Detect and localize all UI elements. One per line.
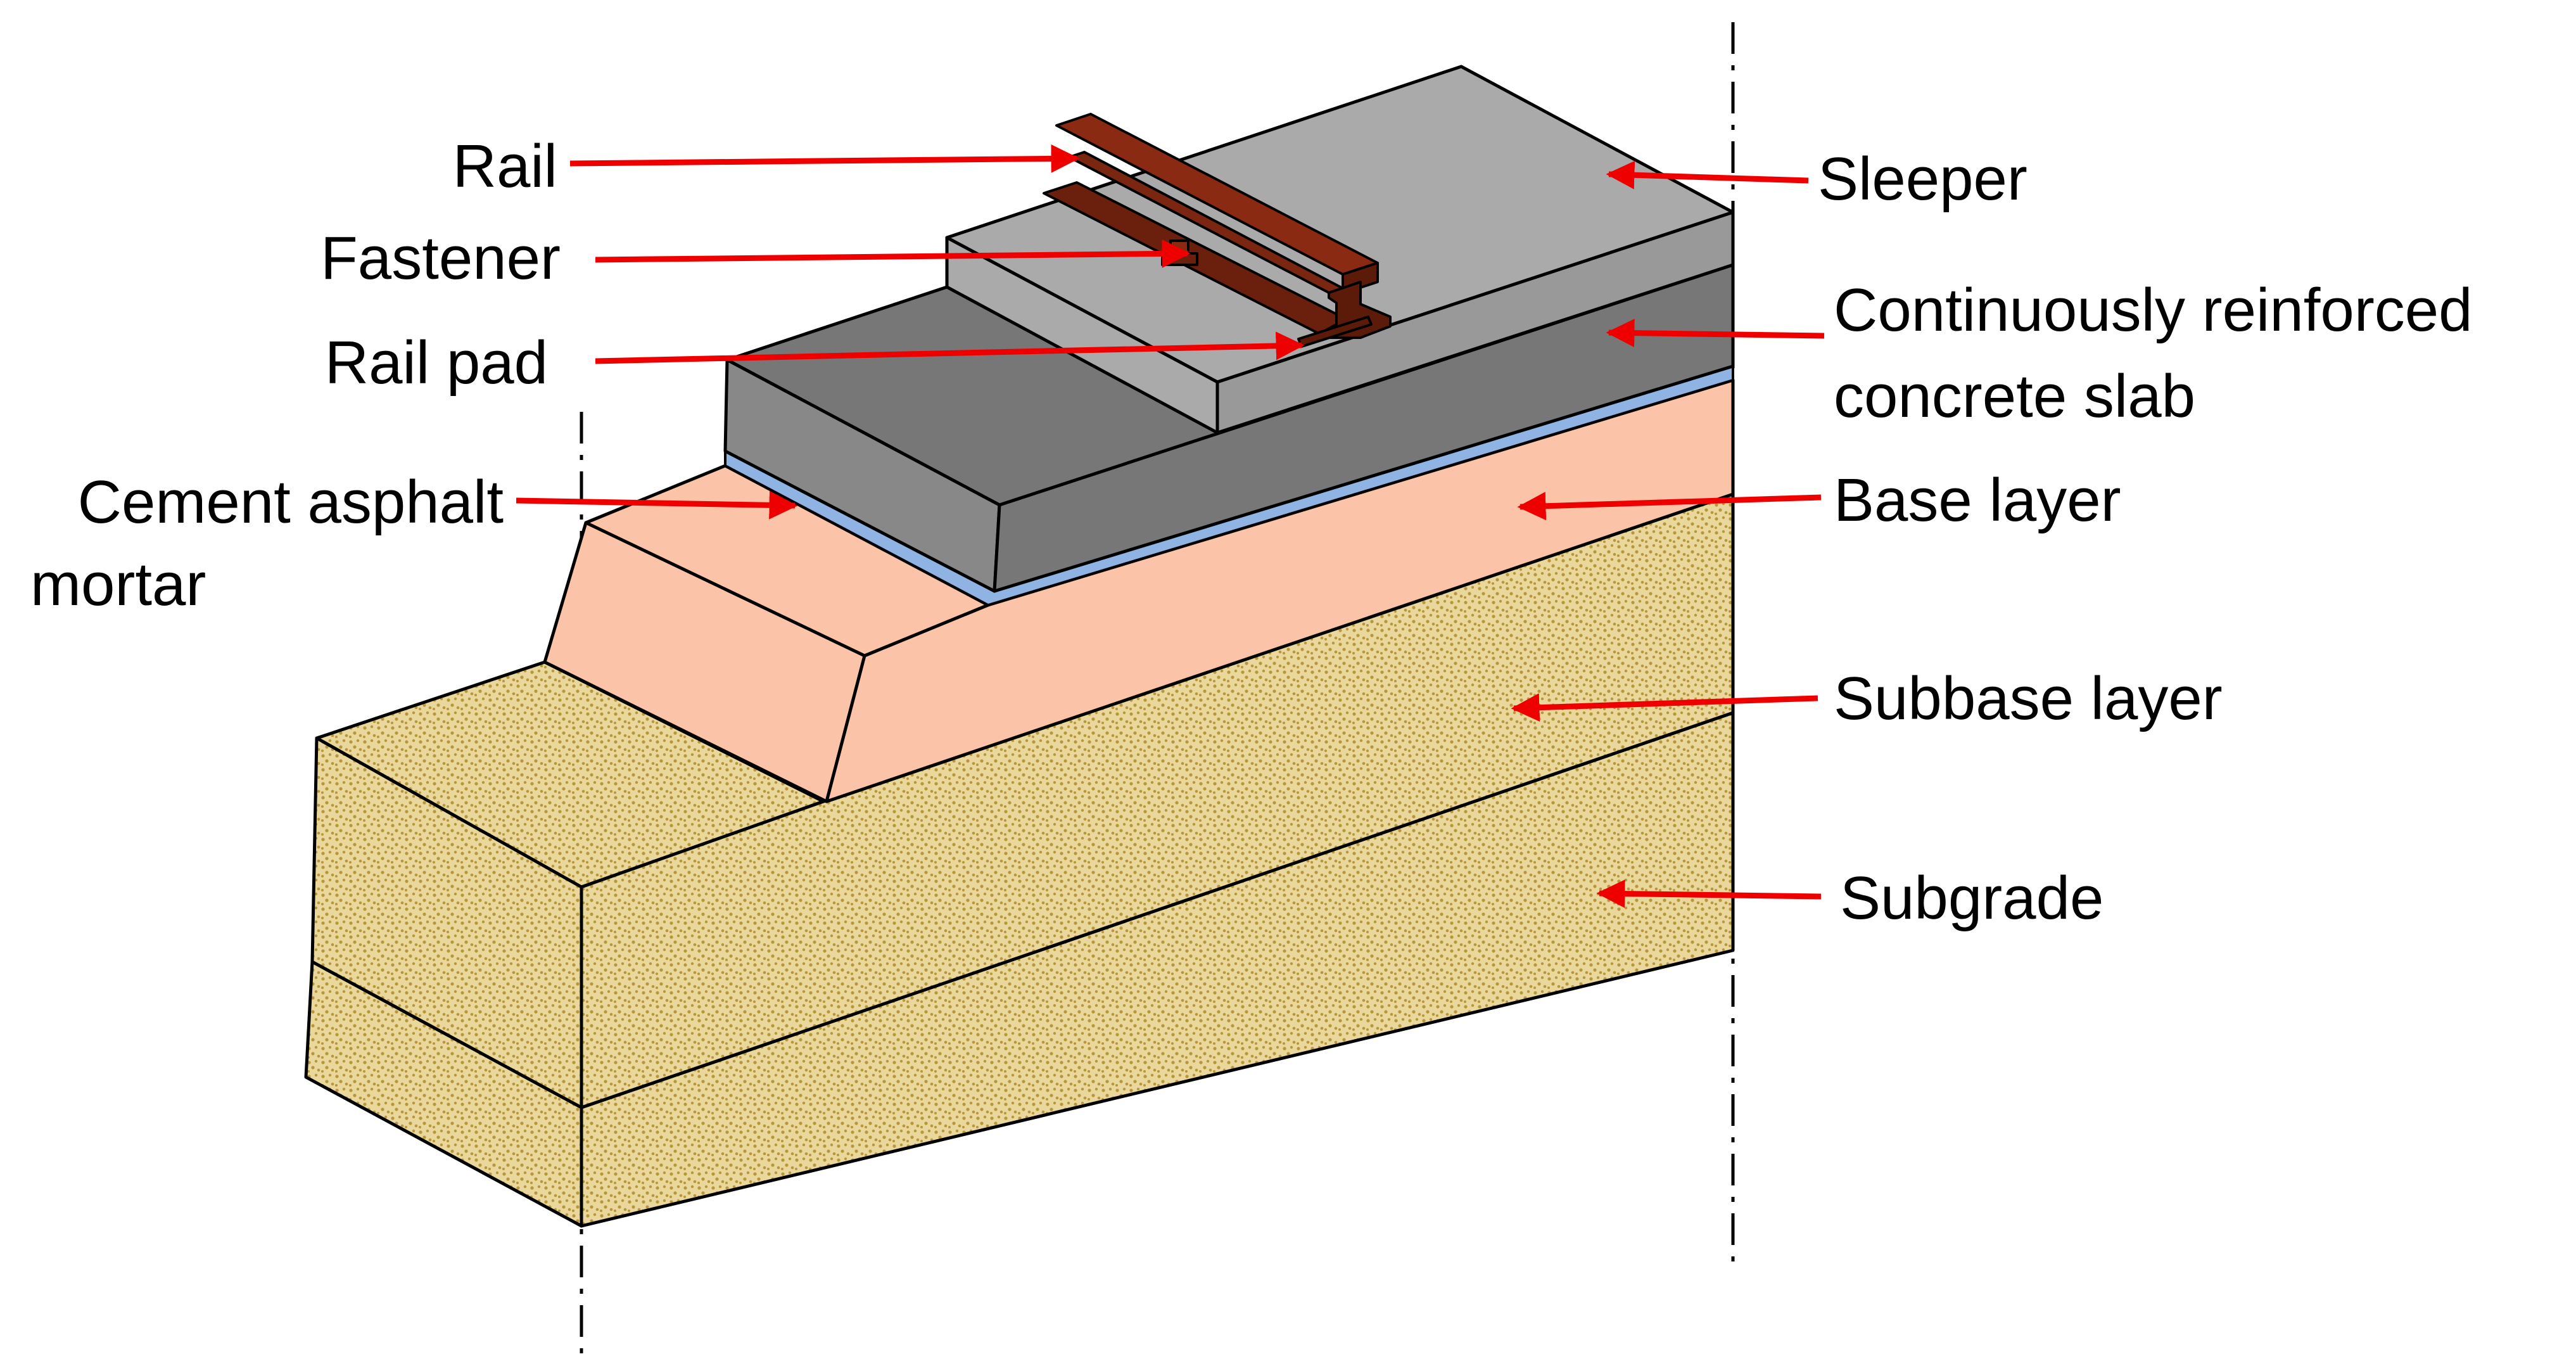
label-base-layer: Base layer xyxy=(1834,466,2121,534)
label-cement-asphalt-mortar-line1: Cement asphalt xyxy=(78,468,504,536)
rail xyxy=(1043,113,1392,348)
base-layer xyxy=(543,378,1735,803)
label-concrete-slab-line2: concrete slab xyxy=(1834,362,2195,430)
arrow-base-layer xyxy=(1517,492,1822,521)
arrow-subbase-layer xyxy=(1511,693,1818,722)
arrows-left xyxy=(516,144,1305,520)
arrow-fastener xyxy=(595,239,1191,268)
arrow-cement-asphalt-mortar xyxy=(516,490,798,520)
label-cement-asphalt-mortar-line2: mortar xyxy=(30,551,206,618)
label-fastener: Fastener xyxy=(320,224,561,292)
arrow-rail xyxy=(569,144,1080,173)
arrows-right xyxy=(1511,160,1825,909)
label-sleeper: Sleeper xyxy=(1818,145,2027,213)
arrow-sleeper xyxy=(1606,160,1809,189)
label-subbase-layer: Subbase layer xyxy=(1834,665,2223,732)
subbase-layer xyxy=(310,492,1735,1109)
subbase-side-face xyxy=(580,492,1735,1109)
arrow-subgrade xyxy=(1596,879,1822,909)
base-side-face xyxy=(825,378,1735,803)
sleeper xyxy=(945,65,1735,435)
label-rail: Rail xyxy=(453,132,557,200)
sleeper-side-face xyxy=(1215,210,1735,435)
label-rail-pad: Rail pad xyxy=(325,329,548,397)
label-subgrade: Subgrade xyxy=(1840,864,2103,932)
arrow-concrete-slab xyxy=(1606,319,1825,348)
arrow-rail-pad xyxy=(595,331,1305,364)
label-concrete-slab-line1: Continuously reinforced xyxy=(1834,276,2473,344)
